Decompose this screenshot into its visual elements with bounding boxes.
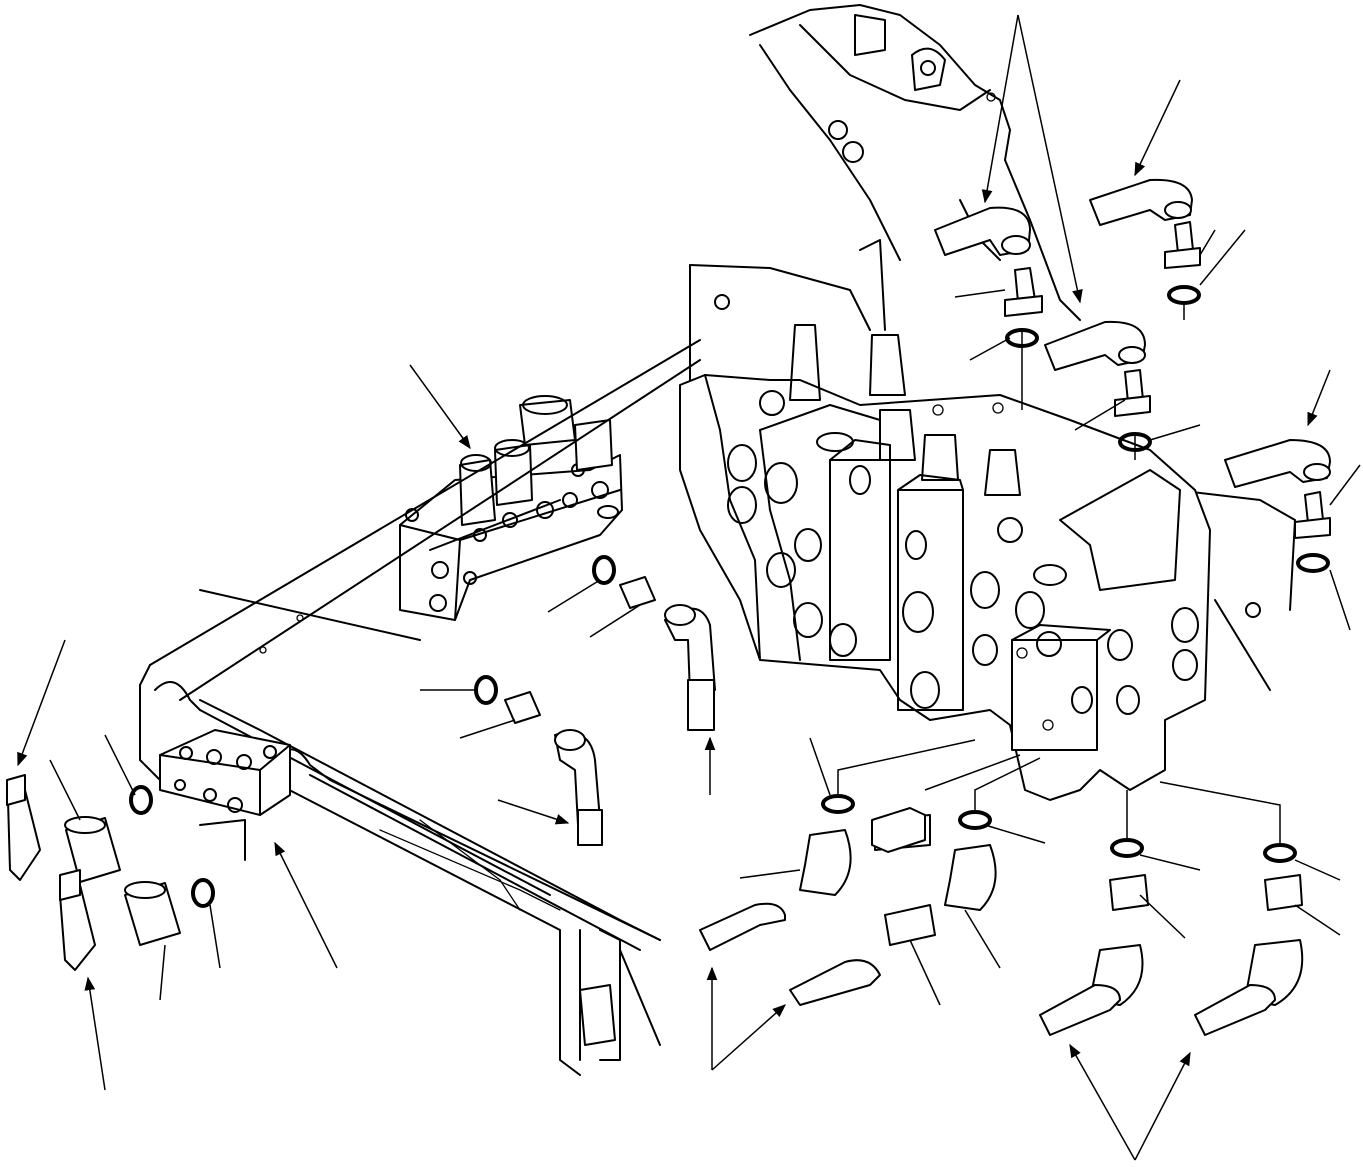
callout-arrow (409, 364, 471, 450)
callout-arrow (711, 1004, 787, 1071)
frame-bracket (749, 4, 1081, 321)
solenoid-valve-block (199, 395, 623, 641)
callout-arrow (1307, 369, 1331, 427)
valve-mounting-plate (689, 264, 1296, 691)
callout-arrow (981, 14, 1019, 204)
callout-arrow (84, 976, 106, 1091)
callout-arrow (497, 799, 570, 825)
callout-arrow (274, 841, 338, 969)
callout-arrow (17, 639, 66, 767)
callout-arrow (1069, 1043, 1136, 1161)
electrical-connector (871, 807, 926, 853)
callout-arrow (1134, 1051, 1191, 1161)
callout-arrows (17, 14, 1331, 1161)
mounting-rail (139, 339, 701, 1076)
callout-arrow (1017, 14, 1083, 304)
junction-block (159, 729, 291, 861)
elbow-fittings (7, 178, 1331, 1006)
callout-arrow (1134, 79, 1181, 177)
main-control-valve (679, 239, 1211, 801)
leader-lines (49, 229, 1361, 1006)
hose-ends (6, 774, 1276, 1036)
straight-connectors (64, 221, 1331, 946)
